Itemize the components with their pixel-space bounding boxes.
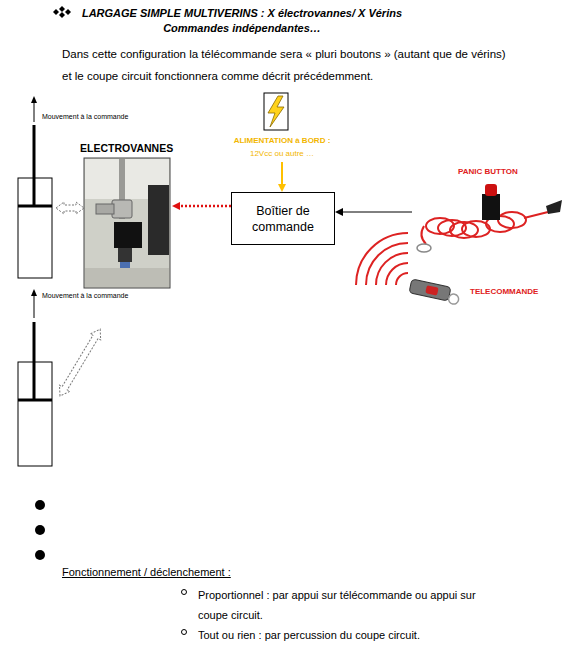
cord-end: [421, 226, 426, 244]
radio-arc: [396, 273, 408, 285]
operating-mode: Tout ou rien : par percussion du coupe c…: [198, 625, 528, 645]
remote-control: TELECOMMANDE: [403, 280, 543, 304]
movement-label: Mouvement à la commande: [42, 113, 128, 120]
arrow-head: [31, 289, 37, 296]
movement-arrow: [34, 102, 35, 122]
valve-connector: [118, 248, 132, 262]
movement-label: Mouvement à la commande: [42, 292, 128, 299]
pneumatic-link-arrow-outline: [55, 326, 105, 399]
switch-body: [482, 194, 500, 220]
title-bullet: [53, 6, 71, 18]
pneumatic-link-arrow: [55, 326, 105, 399]
sub-bullet: [182, 630, 187, 635]
key-ring: [448, 293, 460, 305]
cylinder-rod: [33, 125, 36, 206]
radio-arc: [356, 233, 408, 285]
panic-arrow: [335, 208, 412, 216]
intro-paragraph: Dans cette configuration la télécommande…: [62, 43, 510, 87]
section-heading: Fonctionnement / déclenchement :: [62, 566, 231, 578]
panic-button: PANIC BUTTON: [412, 165, 568, 255]
remote-control-text: TELECOMMANDE: [470, 287, 538, 296]
list-bullet: [35, 550, 45, 560]
list-bullet: [35, 525, 45, 535]
arrow-head: [278, 184, 286, 192]
power-supply-text: 12Vcc ou autre …: [220, 149, 344, 158]
bullet-diamond: [65, 9, 71, 15]
switch-cap: [485, 184, 497, 196]
power-supply: ALIMENTATION à BORD : 12Vcc ou autre …: [220, 90, 344, 162]
power-icon-box: [264, 93, 288, 130]
connector-line: [179, 205, 231, 208]
list-bullet: [35, 500, 45, 510]
cylinder-piston: [18, 399, 52, 402]
bullet-diamond: [59, 6, 65, 12]
arrow-head: [335, 208, 343, 216]
valve-fitting: [112, 200, 132, 218]
cylinder-rod: [33, 322, 36, 400]
solenoid-valves: ELECTROVANNES: [80, 142, 172, 290]
mount-plate: [148, 185, 169, 255]
radio-arc: [386, 263, 408, 285]
bullet-diamond: [53, 9, 59, 15]
coiled-cord: [498, 212, 526, 228]
photo-floor: [85, 268, 169, 287]
control-box-text: Boîtier de commande: [238, 203, 328, 235]
clip-ring: [417, 244, 431, 252]
remote-button: [425, 285, 438, 295]
clip: [546, 200, 562, 214]
valve-fitting: [96, 204, 114, 214]
power-arrow: [278, 162, 286, 192]
operating-mode: Proportionnel : par appui sur télécomman…: [198, 585, 498, 625]
sub-bullet: [182, 590, 187, 595]
command-arrow: [172, 202, 231, 210]
remote-illustration: [409, 279, 461, 305]
radio-arc: [366, 243, 408, 285]
arrow-head: [172, 202, 180, 210]
bullet-diamond: [59, 12, 65, 18]
radio-arc: [376, 253, 408, 285]
connector-line: [342, 212, 412, 213]
valve-photo: [84, 158, 170, 288]
title: LARGAGE SIMPLE MULTIVERINS : X électrova…: [66, 6, 418, 36]
remote-body: [409, 279, 451, 301]
pneumatic-link-arrow: [56, 202, 84, 214]
arrow-head: [31, 96, 37, 103]
control-box: Boîtier de commande: [231, 192, 335, 245]
solenoid-valves-text: ELECTROVANNES: [80, 142, 173, 154]
movement-arrow: [34, 295, 35, 318]
cord-end: [524, 212, 548, 218]
connector-line: [281, 162, 283, 185]
lightning-symbol: [268, 96, 284, 127]
panic-button-text: PANIC BUTTON: [458, 167, 518, 176]
power-supply-text: ALIMENTATION à BORD :: [220, 136, 344, 145]
valve-coil: [114, 222, 142, 248]
radio-waves: [356, 233, 408, 285]
cylinder-piston: [18, 205, 52, 208]
